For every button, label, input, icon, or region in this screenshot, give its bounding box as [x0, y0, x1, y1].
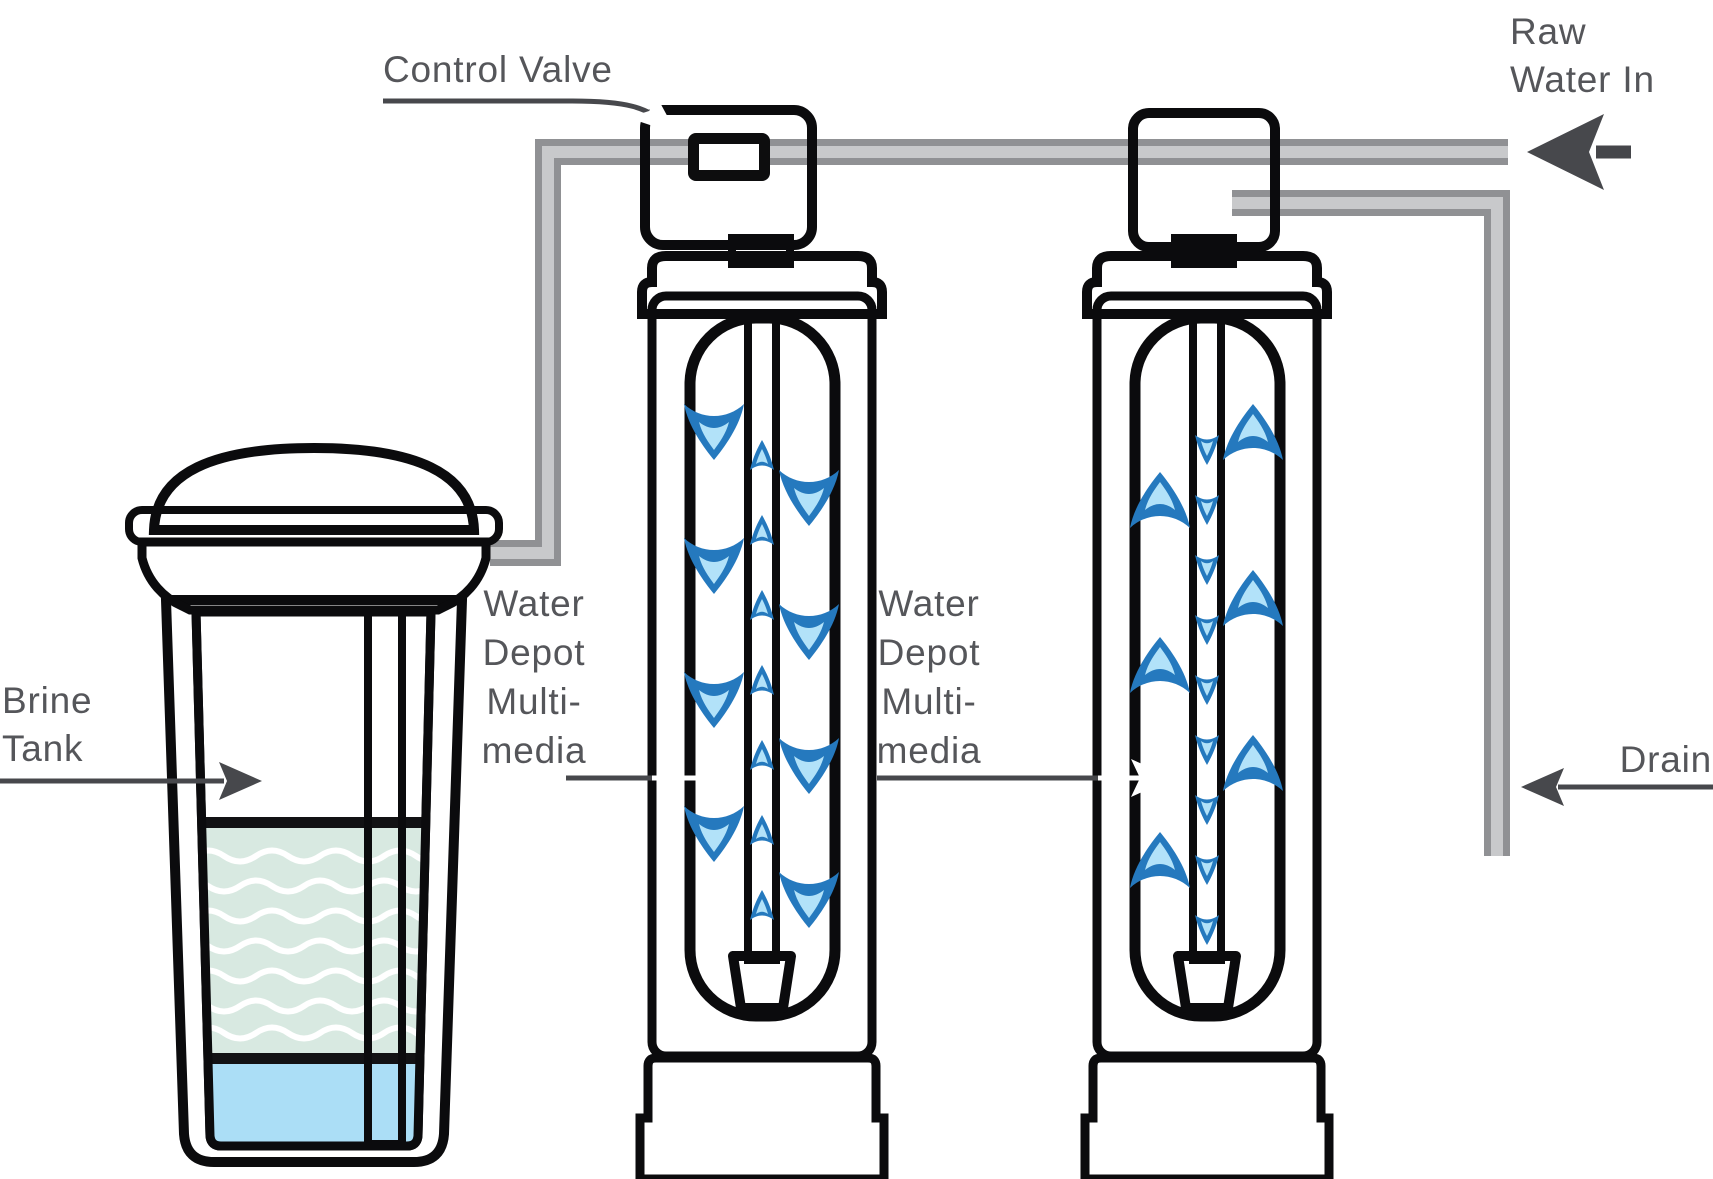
tank1-media-label-line3: Multi- — [486, 681, 581, 722]
drain-pointer-arrowhead — [1521, 768, 1564, 806]
tank2-media-pointer-arrowhead — [1131, 759, 1173, 797]
tank2-riser-flow-arrows — [1195, 435, 1219, 945]
tank1-distributor-basket — [728, 951, 796, 1013]
brine-water-top-line — [196, 1053, 431, 1064]
tank1-cap — [637, 251, 887, 319]
brine-tank-label-line2: Tank — [2, 728, 83, 769]
flow-up-arrow-small — [750, 590, 774, 620]
flow-up-arrow-small — [750, 665, 774, 695]
brine-tank-lid — [148, 442, 480, 535]
flow-down-arrow-small — [1195, 855, 1219, 885]
tank2-pedestal — [1080, 1053, 1334, 1179]
flow-down-arrow-small — [1195, 915, 1219, 945]
flow-up-arrow-small — [750, 815, 774, 845]
brine-tank-collar — [137, 537, 491, 615]
flow-down-arrow-small — [1195, 555, 1219, 585]
annotation-brine-tank: Brine Tank — [0, 680, 262, 800]
drain-label: Drain — [1620, 739, 1712, 780]
drain-pipe — [1232, 190, 1510, 856]
tank2-valve-head — [1128, 108, 1280, 252]
flow-up-arrow-small — [750, 515, 774, 545]
tank1-media-label-line1: Water — [483, 583, 584, 624]
control-valve-pointer-line — [383, 98, 673, 131]
brine-tank — [125, 442, 503, 1167]
tank2-cap — [1082, 251, 1332, 319]
brine-tank-wall — [160, 595, 468, 1167]
tank2-distributor-basket — [1173, 951, 1241, 1013]
annotation-raw-water-in: Raw Water In — [1510, 11, 1655, 190]
control-valve-label: Control Valve — [383, 49, 613, 90]
raw-water-arrowhead — [1527, 114, 1604, 190]
brine-water — [196, 1064, 431, 1146]
supply-pipe — [490, 139, 1508, 566]
media-tank-1 — [635, 105, 889, 1179]
control-valve-display — [699, 144, 759, 170]
tank1-riser-flow-arrows — [750, 440, 774, 920]
tank2-media-label-line2: Depot — [878, 632, 981, 673]
tank2-media-label-line4: media — [877, 730, 982, 771]
flow-down-arrow-small — [1195, 615, 1219, 645]
flow-up-arrow — [1223, 404, 1283, 460]
annotation-tank1-media: Water Depot Multi- media — [482, 583, 744, 797]
flow-up-arrow-small — [750, 740, 774, 770]
control-valve — [640, 105, 817, 250]
tank2-media-label-line3: Multi- — [881, 681, 976, 722]
brine-tank-rim — [125, 506, 503, 546]
tank1-riser-tube — [744, 314, 780, 964]
flow-down-arrow-small — [1195, 675, 1219, 705]
media-tank-2 — [1080, 108, 1334, 1179]
raw-water-in-label-line1: Raw — [1510, 11, 1586, 52]
flow-down-arrow-small — [1195, 795, 1219, 825]
raw-water-in-label-line2: Water In — [1510, 59, 1655, 100]
annotation-control-valve: Control Valve — [383, 49, 677, 134]
flow-down-arrow-small — [1195, 435, 1219, 465]
flow-down-arrow-small — [1195, 735, 1219, 765]
flow-up-arrow-small — [750, 440, 774, 470]
tank1-media-label-line4: media — [482, 730, 587, 771]
brine-tank-label-line1: Brine — [2, 680, 92, 721]
annotation-drain: Drain — [1521, 739, 1713, 806]
flow-down-arrow-small — [1195, 495, 1219, 525]
tank2-media-label-line1: Water — [878, 583, 979, 624]
flow-up-arrow-small — [750, 890, 774, 920]
flow-up-arrow — [1223, 735, 1283, 791]
annotation-tank2-media: Water Depot Multi- media — [877, 583, 1173, 797]
salt-top-line — [196, 817, 431, 828]
tank1-pedestal — [635, 1053, 889, 1179]
tank1-media-pointer-arrowhead — [702, 759, 744, 797]
flow-up-arrow — [1223, 570, 1283, 626]
tank1-media-label-line2: Depot — [483, 632, 586, 673]
control-valve-pointer-arrowhead — [628, 88, 677, 134]
brine-tank-pointer-arrowhead — [219, 762, 262, 800]
